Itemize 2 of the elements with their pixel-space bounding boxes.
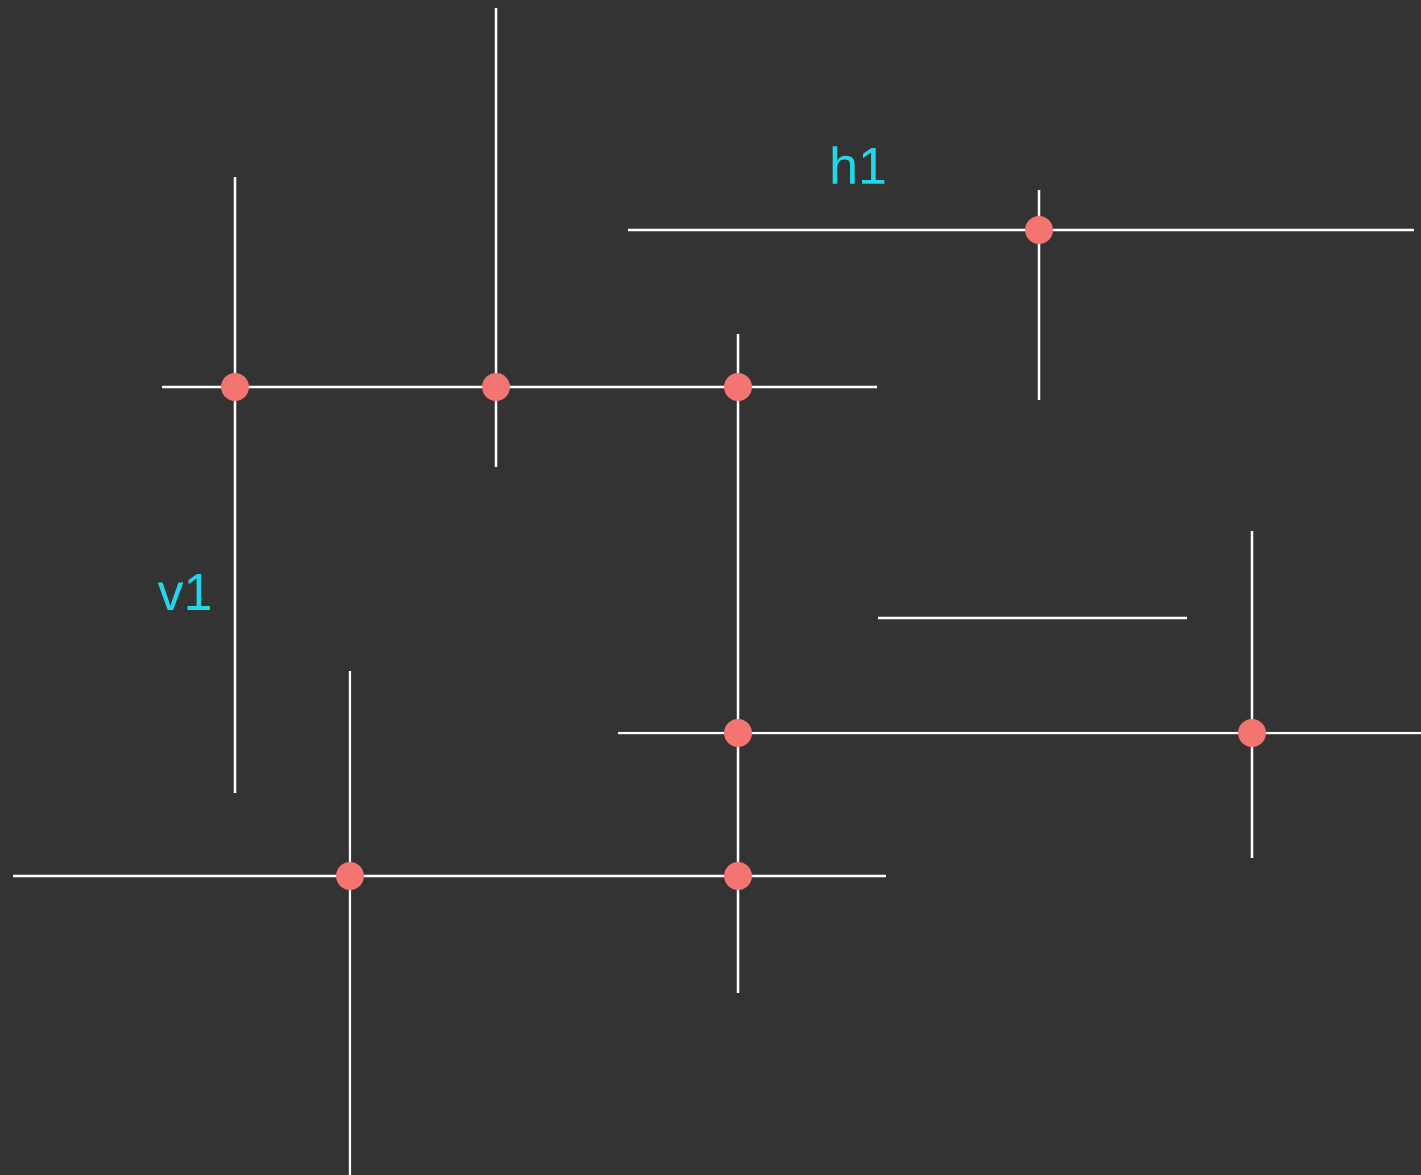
handwritten-label: h1 — [832, 146, 885, 184]
handwritten-label: v1 — [157, 574, 210, 610]
